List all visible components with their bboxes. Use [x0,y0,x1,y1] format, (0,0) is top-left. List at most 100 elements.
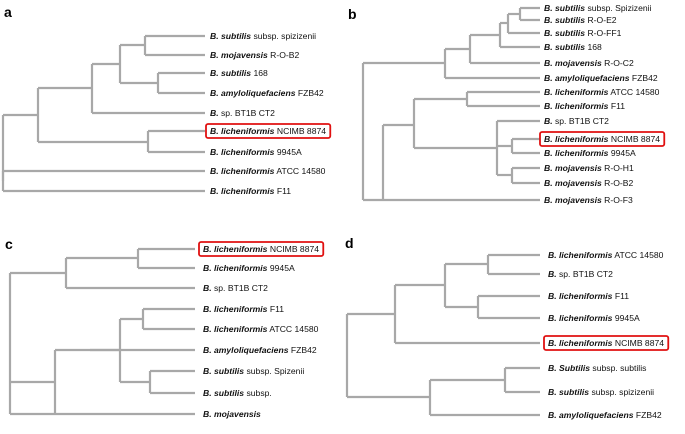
strain-name: subsp. subtilis [590,363,646,373]
taxon-label: B. sp. BT1B CT2 [548,269,613,279]
strain-name: NCIMB 8874 [608,134,660,144]
strain-name: R-O-FF1 [585,28,622,38]
taxon-label: B. amyloliquefaciens FZB42 [210,88,324,98]
strain-name: FZB42 [289,345,317,355]
taxon-label: B. licheniformis 9945A [544,148,636,158]
species-name: B. amyloliquefaciens [210,88,296,98]
taxon-label: B. subtilis subsp. Spizenii [203,366,304,376]
strain-name: ATCC 14580 [267,324,318,334]
species-name: B. subtilis [544,3,585,13]
species-name: B. licheniformis [548,250,613,260]
strain-name: F11 [608,101,625,111]
tree-branches [345,253,540,417]
strain-name: sp. BT1B CT2 [212,283,269,293]
strain-name: ATCC 14580 [274,166,325,176]
species-name: B. licheniformis [210,186,275,196]
strain-name: ATCC 14580 [612,250,663,260]
strain-name: subsp. spizizenii [589,387,654,397]
panel-letter: d [345,235,354,251]
taxon-label: B. subtilis 168 [210,68,268,78]
strain-name: R-O-C2 [602,58,634,68]
species-name: B. subtilis [203,366,244,376]
panel-c: c [5,236,325,419]
taxon-label-highlighted: B. licheniformis NCIMB 8874 [203,244,319,254]
strain-name: R-O-F3 [602,195,633,205]
species-name: B. licheniformis [203,304,268,314]
species-name: B. [548,269,557,279]
panel-letter: a [4,4,12,20]
taxon-label: B. licheniformis ATCC 14580 [544,87,660,97]
strain-name: R-O-E2 [585,15,617,25]
species-name: B. subtilis [548,387,589,397]
taxon-label: B. licheniformis F11 [548,291,629,301]
strain-name: 168 [585,42,602,52]
species-name: B. subtilis [203,388,244,398]
taxon-label-highlighted: B. licheniformis NCIMB 8874 [544,134,660,144]
species-name: B. subtilis [544,15,585,25]
taxon-label: B. licheniformis ATCC 14580 [203,324,319,334]
tree-branches [361,6,540,202]
species-name: B. subtilis [210,68,251,78]
panel-d: d B. lichen [345,235,670,420]
strain-name: FZB42 [634,410,662,420]
strain-name: FZB42 [296,88,324,98]
species-name: B. licheniformis [210,147,275,157]
taxon-label: B. mojavensis [203,409,261,419]
species-name: B. mojavensis [544,178,602,188]
strain-name: F11 [612,291,629,301]
strain-name: FZB42 [630,73,658,83]
strain-name: NCIMB 8874 [274,126,326,136]
taxon-label: B. mojavensis R-O-B2 [210,50,300,60]
panel-b: b [348,3,666,205]
tree-branches [8,247,195,416]
strain-name: F11 [274,186,291,196]
strain-name: 168 [251,68,268,78]
species-name: B. [203,283,212,293]
strain-name: subsp. spizizenii [251,31,316,41]
strain-name: subsp. Spizizenii [585,3,651,13]
taxon-label: B. subtilis subsp. spizizenii [210,31,316,41]
taxon-label: B. licheniformis F11 [544,101,625,111]
taxon-label: B. licheniformis ATCC 14580 [548,250,664,260]
strain-name: 9945A [608,148,636,158]
species-name: B. licheniformis [548,338,613,348]
species-name: B. subtilis [210,31,251,41]
species-name: B. amyloliquefaciens [203,345,289,355]
strain-name: R-O-B2 [602,178,634,188]
taxon-label: B. sp. BT1B CT2 [203,283,268,293]
highlight-box [205,123,332,139]
taxon-label: B. licheniformis ATCC 14580 [210,166,326,176]
taxon-label-highlighted: B. licheniformis NCIMB 8874 [548,338,664,348]
taxon-label: B. mojavensis R-O-F3 [544,195,633,205]
panel-a: a B. [1,4,332,196]
species-name: B. [544,116,553,126]
species-name: B. licheniformis [544,87,609,97]
taxon-label: B. amyloliquefaciens FZB42 [548,410,662,420]
strain-name: R-O-B2 [268,50,300,60]
species-name: B. mojavensis [210,50,268,60]
species-name: B. mojavensis [544,163,602,173]
strain-name: 9945A [274,147,302,157]
taxon-label: B. licheniformis 9945A [548,313,640,323]
strain-name: NCIMB 8874 [267,244,319,254]
taxon-label: B. subtilis 168 [544,42,602,52]
taxon-label-highlighted: B. licheniformis NCIMB 8874 [210,126,326,136]
strain-name: sp. BT1B CT2 [553,116,610,126]
panel-letter: c [5,236,13,252]
taxon-label: B. subtilis subsp. [203,388,272,398]
strain-name: subsp. Spizenii [244,366,304,376]
strain-name: 9945A [612,313,640,323]
highlight-box [539,131,666,147]
taxon-label: B. subtilis subsp. Spizizenii [544,3,652,13]
taxon-label: B. mojavensis R-O-C2 [544,58,634,68]
strain-name: sp. BT1B CT2 [557,269,614,279]
taxon-label: B. amyloliquefaciens FZB42 [203,345,317,355]
panel-letter: b [348,6,357,22]
taxon-label: B. mojavensis R-O-H1 [544,163,634,173]
species-name: B. subtilis [544,28,585,38]
taxon-label: B. licheniformis 9945A [210,147,302,157]
species-name: B. licheniformis [548,313,613,323]
